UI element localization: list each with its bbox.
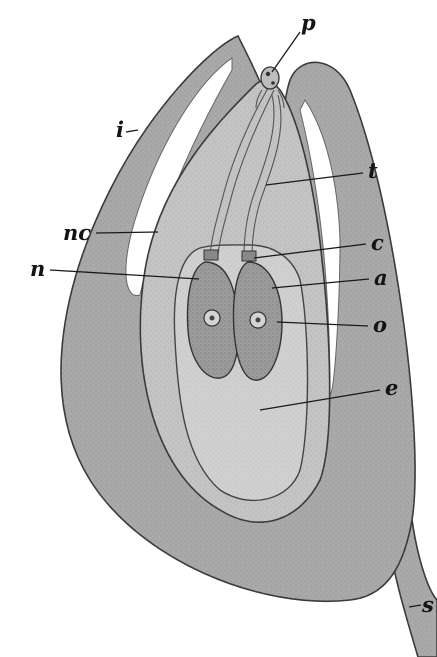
label-a: a — [374, 265, 388, 290]
label-nc: nc — [63, 220, 91, 245]
label-i: i — [116, 117, 124, 142]
label-o: o — [373, 312, 387, 337]
label-s: s — [421, 592, 434, 617]
label-t: t — [368, 158, 378, 183]
label-c: c — [371, 230, 384, 255]
label-p: p — [301, 10, 316, 35]
label-n: n — [30, 256, 45, 281]
label-e: e — [385, 375, 398, 400]
